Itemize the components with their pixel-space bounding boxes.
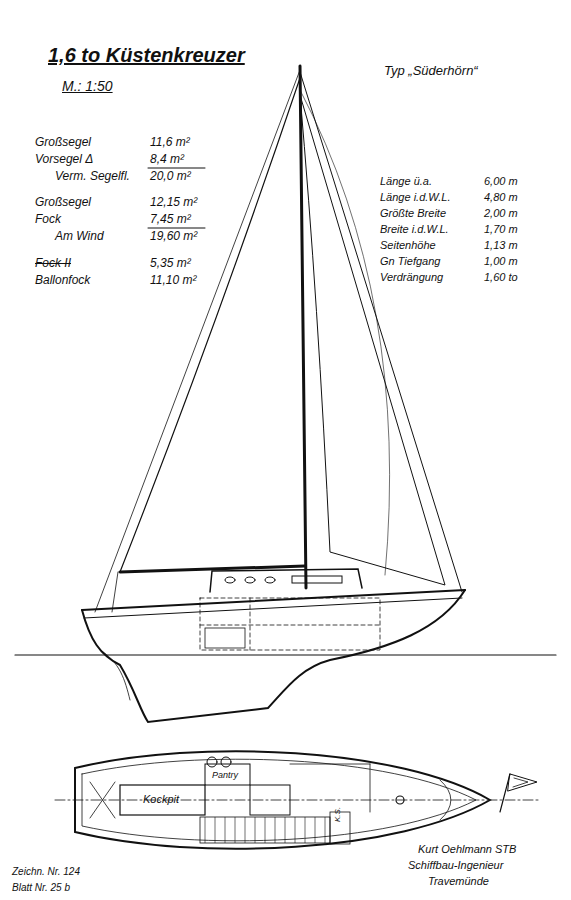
sail-area: 11,10 m² [150, 274, 196, 288]
sail-area: 20,0 m² [150, 170, 191, 184]
main-dimension: 4,80 m [484, 191, 518, 204]
sail-area: 12,15 m² [150, 196, 197, 210]
main-dimension: 1,60 to [484, 271, 518, 284]
designer-stamp: Travemünde [428, 875, 489, 888]
sail-area: Großsegel [35, 136, 91, 150]
sail-area: Am Wind [55, 230, 104, 244]
drawing-note: Typ „Süderhörn“ [384, 64, 478, 79]
main-dimension: Länge i.d.W.L. [380, 191, 451, 204]
main-dimension: 6,00 m [484, 175, 518, 188]
plan-view [55, 751, 540, 849]
main-dimension: Länge ü.a. [380, 175, 432, 188]
sail-area: Fock [35, 213, 61, 227]
sail-area: Ballonfock [35, 274, 90, 288]
main-dimension: 2,00 m [484, 207, 518, 220]
main-dimension: 1,00 m [484, 255, 518, 268]
main-dimension: 1,70 m [484, 223, 518, 236]
sail-area: 8,4 m² [150, 153, 184, 167]
drawing-title: 1,6 to Küstenkreuzer [48, 44, 245, 67]
sail-area: Großsegel [35, 196, 91, 210]
space-name: Pantry [212, 770, 238, 780]
rig [95, 66, 462, 612]
drawing-note: M.: 1:50 [62, 78, 113, 94]
sheet-number: Blatt Nr. 25 b [12, 882, 70, 894]
space-name: K.S. [333, 807, 342, 822]
main-dimension: Verdrängung [380, 271, 443, 284]
designer-stamp: Kurt Oehlmann STB [418, 843, 516, 856]
sail-area: 19,60 m² [150, 230, 197, 244]
sum-line [148, 228, 205, 229]
main-dimension: Größte Breite [380, 207, 446, 220]
designer-stamp: Schiffbau-Ingenieur [408, 859, 503, 872]
sail-area: 11,6 m² [150, 136, 190, 150]
sheet-number: Zeichn. Nr. 124 [12, 866, 80, 878]
main-dimension: Breite i.d.W.L. [380, 223, 449, 236]
main-dimension: Gn Tiefgang [380, 255, 440, 268]
main-dimension: Seitenhöhe [380, 239, 436, 252]
main-dimension: 1,13 m [484, 239, 518, 252]
burgee-flag [500, 774, 537, 812]
sail-area: Fock II [35, 257, 71, 271]
sail-area: Verm. Segelfl. [55, 170, 130, 184]
hull-profile [15, 569, 556, 722]
sail-area: 7,45 m² [150, 213, 191, 227]
sail-area: 5,35 m² [150, 257, 191, 271]
space-name: Kockpit [143, 793, 179, 806]
sail-area: Vorsegel Δ [35, 153, 93, 167]
sum-line [148, 168, 205, 169]
